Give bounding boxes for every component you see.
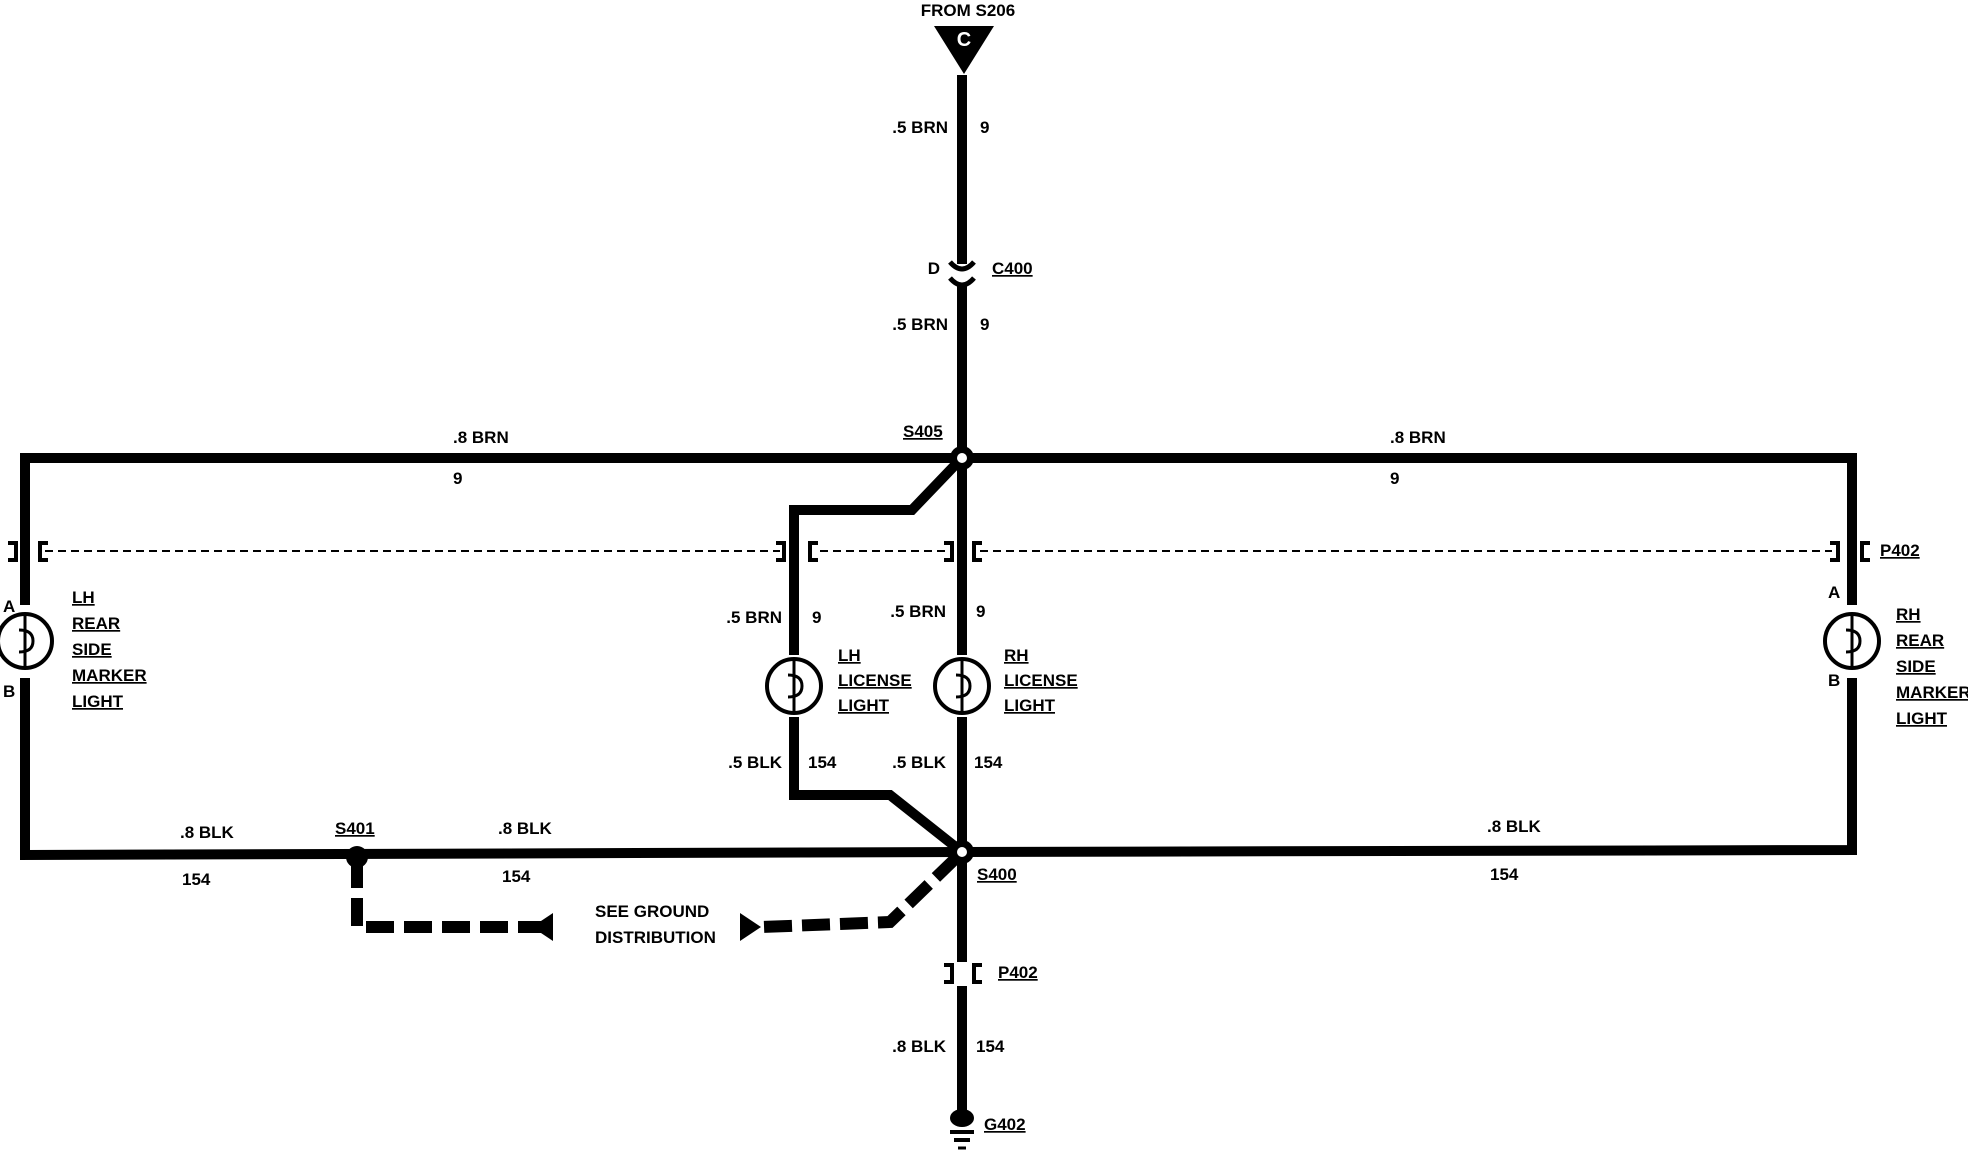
rh-license-label-2: LICENSE [1004, 671, 1078, 690]
ground-distribution-paths [351, 853, 961, 941]
c400-pin: D [928, 259, 940, 278]
splices [346, 446, 974, 868]
ground-note-line2: DISTRIBUTION [595, 928, 716, 947]
lh-license-gnd-circuit: 154 [808, 753, 837, 772]
c400-name: C400 [992, 259, 1033, 278]
ground-note-line1: SEE GROUND [595, 902, 709, 921]
wire-lh-license-feed [789, 458, 962, 655]
rh-license-gnd-size: .5 BLK [892, 753, 947, 772]
lamp-rh-license-icon [933, 657, 991, 715]
lh-license-label-3: LIGHT [838, 696, 890, 715]
source-connector-c: C [934, 26, 994, 74]
splice-s405-label: S405 [903, 422, 943, 441]
lh-license-gnd-size: .5 BLK [728, 753, 783, 772]
c400-connector [948, 260, 976, 288]
rh-license-feed-circuit: 9 [976, 602, 985, 621]
wire-right-top [962, 453, 1857, 605]
source-label: FROM S206 [921, 1, 1015, 20]
feed-mid-circuit: 9 [980, 315, 989, 334]
lh-license-label-2: LICENSE [838, 671, 912, 690]
rh-marker-label-4: MARKER [1896, 683, 1968, 702]
right-top-size: .8 BRN [1390, 428, 1446, 447]
feed-top-circuit: 9 [980, 118, 989, 137]
left-bottom-outer-size: .8 BLK [180, 823, 235, 842]
right-top-circuit: 9 [1390, 469, 1399, 488]
left-bottom-inner-circuit: 154 [502, 867, 531, 886]
splice-s401-dot [346, 846, 368, 868]
left-bottom-outer-circuit: 154 [182, 870, 211, 889]
left-top-size: .8 BRN [453, 428, 509, 447]
ground-feed-circuit: 154 [976, 1037, 1005, 1056]
p402-right-label: P402 [1880, 541, 1920, 560]
splice-s400-label: S400 [977, 865, 1017, 884]
dashed-ground-right [761, 853, 961, 933]
ground-symbol-icon [950, 1109, 974, 1150]
lh-marker-label-3: SIDE [72, 640, 112, 659]
rh-license-gnd-circuit: 154 [974, 753, 1003, 772]
feed-mid-size: .5 BRN [892, 315, 948, 334]
lh-marker-label-1: LH [72, 588, 95, 607]
arrow-right-icon [740, 913, 761, 941]
rh-license-label-3: LIGHT [1004, 696, 1056, 715]
lamp-lh-license-icon [765, 657, 823, 715]
right-bottom-size: .8 BLK [1487, 817, 1542, 836]
rh-marker-label-5: LIGHT [1896, 709, 1948, 728]
ground-feed-size: .8 BLK [892, 1037, 947, 1056]
ground-g402-label: G402 [984, 1115, 1026, 1134]
lamp-rh-marker-icon [1823, 612, 1881, 670]
p402-bottom-label: P402 [998, 963, 1038, 982]
wire-left-top [20, 453, 962, 605]
lh-marker-label-5: LIGHT [72, 692, 124, 711]
feed-top-size: .5 BRN [892, 118, 948, 137]
rh-marker-pin-b: B [1828, 671, 1840, 690]
right-bottom-circuit: 154 [1490, 865, 1519, 884]
wire-right-bottom [961, 678, 1857, 857]
lh-license-label-1: LH [838, 646, 861, 665]
lh-marker-label-2: REAR [72, 614, 120, 633]
lh-marker-pin-b: B [3, 682, 15, 701]
rh-license-feed-size: .5 BRN [890, 602, 946, 621]
wire-lh-license-gnd [789, 717, 966, 856]
dashed-ground-left [351, 860, 555, 933]
p402-brackets [8, 541, 1870, 562]
rh-marker-label-2: REAR [1896, 631, 1944, 650]
rh-license-label-1: RH [1004, 646, 1029, 665]
source-connector-letter: C [957, 29, 971, 51]
left-top-circuit: 9 [453, 469, 462, 488]
p402-bottom-connector [944, 963, 982, 984]
rh-marker-label-3: SIDE [1896, 657, 1936, 676]
arrow-left-icon [532, 913, 553, 941]
wire-left-bottom [20, 678, 963, 861]
lh-marker-label-4: MARKER [72, 666, 147, 685]
lh-license-feed-circuit: 9 [812, 608, 821, 627]
splice-s401-label: S401 [335, 819, 375, 838]
rh-marker-label-1: RH [1896, 605, 1921, 624]
lh-license-feed-size: .5 BRN [726, 608, 782, 627]
rh-marker-pin-a: A [1828, 583, 1840, 602]
left-bottom-inner-size: .8 BLK [498, 819, 553, 838]
lh-marker-pin-a: A [3, 597, 15, 616]
lamp-lh-marker-icon [0, 612, 54, 670]
